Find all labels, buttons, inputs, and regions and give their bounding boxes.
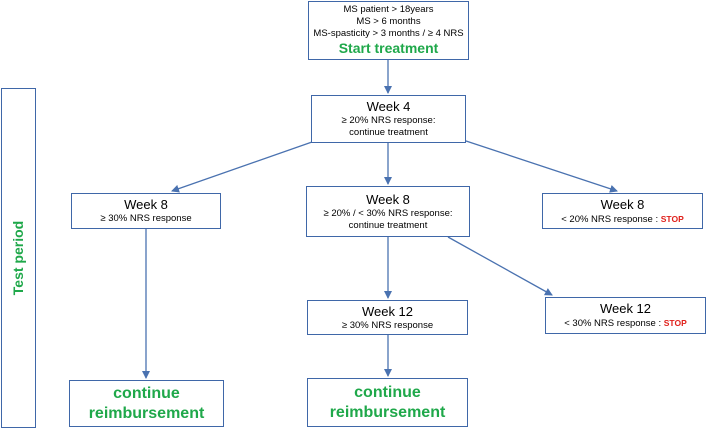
outcome-left-line2: reimbursement — [88, 404, 205, 422]
week12-mid-response: ≥ 30% NRS response — [341, 319, 434, 331]
week8-right-stop: STOP — [660, 213, 684, 224]
week12-right-box: Week 12 < 30% NRS response : STOP — [545, 297, 706, 334]
week4-box: Week 4 ≥ 20% NRS response: continue trea… — [311, 95, 466, 143]
week4-title: Week 4 — [366, 99, 411, 114]
week12-right-response-text: < 30% NRS response : — [564, 318, 664, 329]
week12-right-title: Week 12 — [599, 301, 652, 316]
criterion-duration: MS > 6 months — [356, 16, 421, 27]
criterion-spasticity: MS-spasticity > 3 months / ≥ 4 NRS — [313, 28, 464, 39]
arrow-week4-to-week8-right — [462, 139, 618, 193]
criterion-age: MS patient > 18years — [343, 4, 434, 15]
week8-left-box: Week 8 ≥ 30% NRS response — [71, 193, 221, 229]
week8-right-response: < 20% NRS response : STOP — [561, 213, 684, 226]
week8-mid-response: ≥ 20% / < 30% NRS response: — [323, 207, 453, 219]
outcome-mid-box: continue reimbursement — [307, 378, 468, 427]
week8-mid-title: Week 8 — [366, 191, 410, 207]
test-period-label: Test period — [10, 220, 26, 296]
week4-response: ≥ 20% NRS response: — [341, 115, 436, 126]
week12-right-stop: STOP — [663, 318, 687, 328]
week12-mid-title: Week 12 — [361, 303, 414, 319]
week4-action: continue treatment — [349, 127, 428, 138]
test-period-bracket — [1, 88, 36, 428]
week8-mid-action: continue treatment — [348, 219, 428, 231]
outcome-mid-line2: reimbursement — [329, 403, 446, 421]
week12-mid-box: Week 12 ≥ 30% NRS response — [307, 300, 468, 335]
week8-right-response-text: < 20% NRS response : — [561, 213, 661, 225]
arrow-week4-to-week8-left — [171, 141, 313, 193]
start-treatment-box: MS patient > 18years MS > 6 months MS-sp… — [308, 1, 469, 60]
week8-left-title: Week 8 — [124, 197, 168, 212]
start-treatment-label: Start treatment — [338, 40, 439, 56]
outcome-left-line1: continue — [113, 384, 180, 402]
arrow-week8-mid-to-week12-right — [447, 236, 553, 296]
week12-right-response: < 30% NRS response : STOP — [564, 317, 687, 330]
week8-mid-box: Week 8 ≥ 20% / < 30% NRS response: conti… — [306, 186, 470, 237]
outcome-left-box: continue reimbursement — [69, 380, 224, 427]
week8-right-box: Week 8 < 20% NRS response : STOP — [542, 193, 703, 229]
week8-left-response: ≥ 30% NRS response — [100, 213, 192, 224]
week8-right-title: Week 8 — [600, 196, 645, 212]
outcome-mid-line1: continue — [354, 383, 421, 401]
